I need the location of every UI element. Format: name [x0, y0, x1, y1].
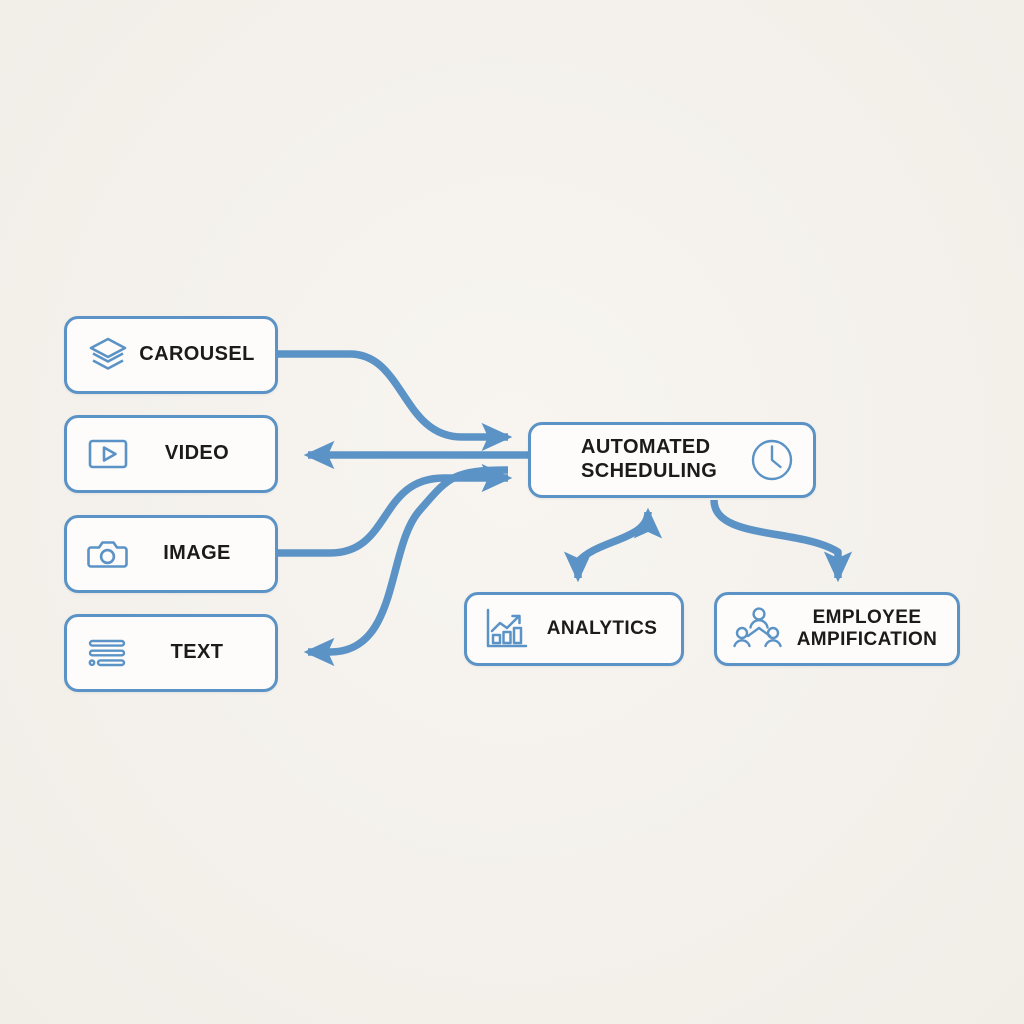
node-text-label: TEXT [170, 641, 224, 664]
node-analytics[interactable]: ANALYTICS [464, 592, 684, 666]
node-automated-scheduling-label: AUTOMATED SCHEDULING [581, 436, 718, 482]
node-employee-ampification-label: EMPLOYEE AMPIFICATION [796, 606, 938, 650]
clock-icon [745, 436, 799, 484]
node-carousel[interactable]: CAROUSEL [64, 316, 278, 394]
edge-hub-analytics-bidirectional [563, 507, 663, 583]
node-carousel-label: CAROUSEL [139, 343, 255, 366]
layers-icon [81, 335, 135, 375]
node-image[interactable]: IMAGE [64, 515, 278, 593]
node-employee-ampification[interactable]: EMPLOYEE AMPIFICATION [714, 592, 960, 666]
node-analytics-label: ANALYTICS [546, 617, 658, 639]
node-automated-scheduling[interactable]: AUTOMATED SCHEDULING [528, 422, 816, 498]
node-video[interactable]: VIDEO [64, 415, 278, 493]
video-play-icon [81, 435, 135, 473]
node-image-label: IMAGE [163, 542, 231, 565]
edge-hub-to-employee [710, 499, 853, 583]
camera-icon [81, 535, 135, 573]
people-network-icon [729, 606, 787, 652]
node-text[interactable]: TEXT [64, 614, 278, 692]
edge-image-to-hub [278, 463, 513, 557]
text-lines-icon [81, 635, 135, 671]
node-video-label: VIDEO [164, 442, 230, 465]
edge-carousel-to-hub [278, 350, 513, 452]
bar-chart-growth-icon [479, 607, 535, 651]
